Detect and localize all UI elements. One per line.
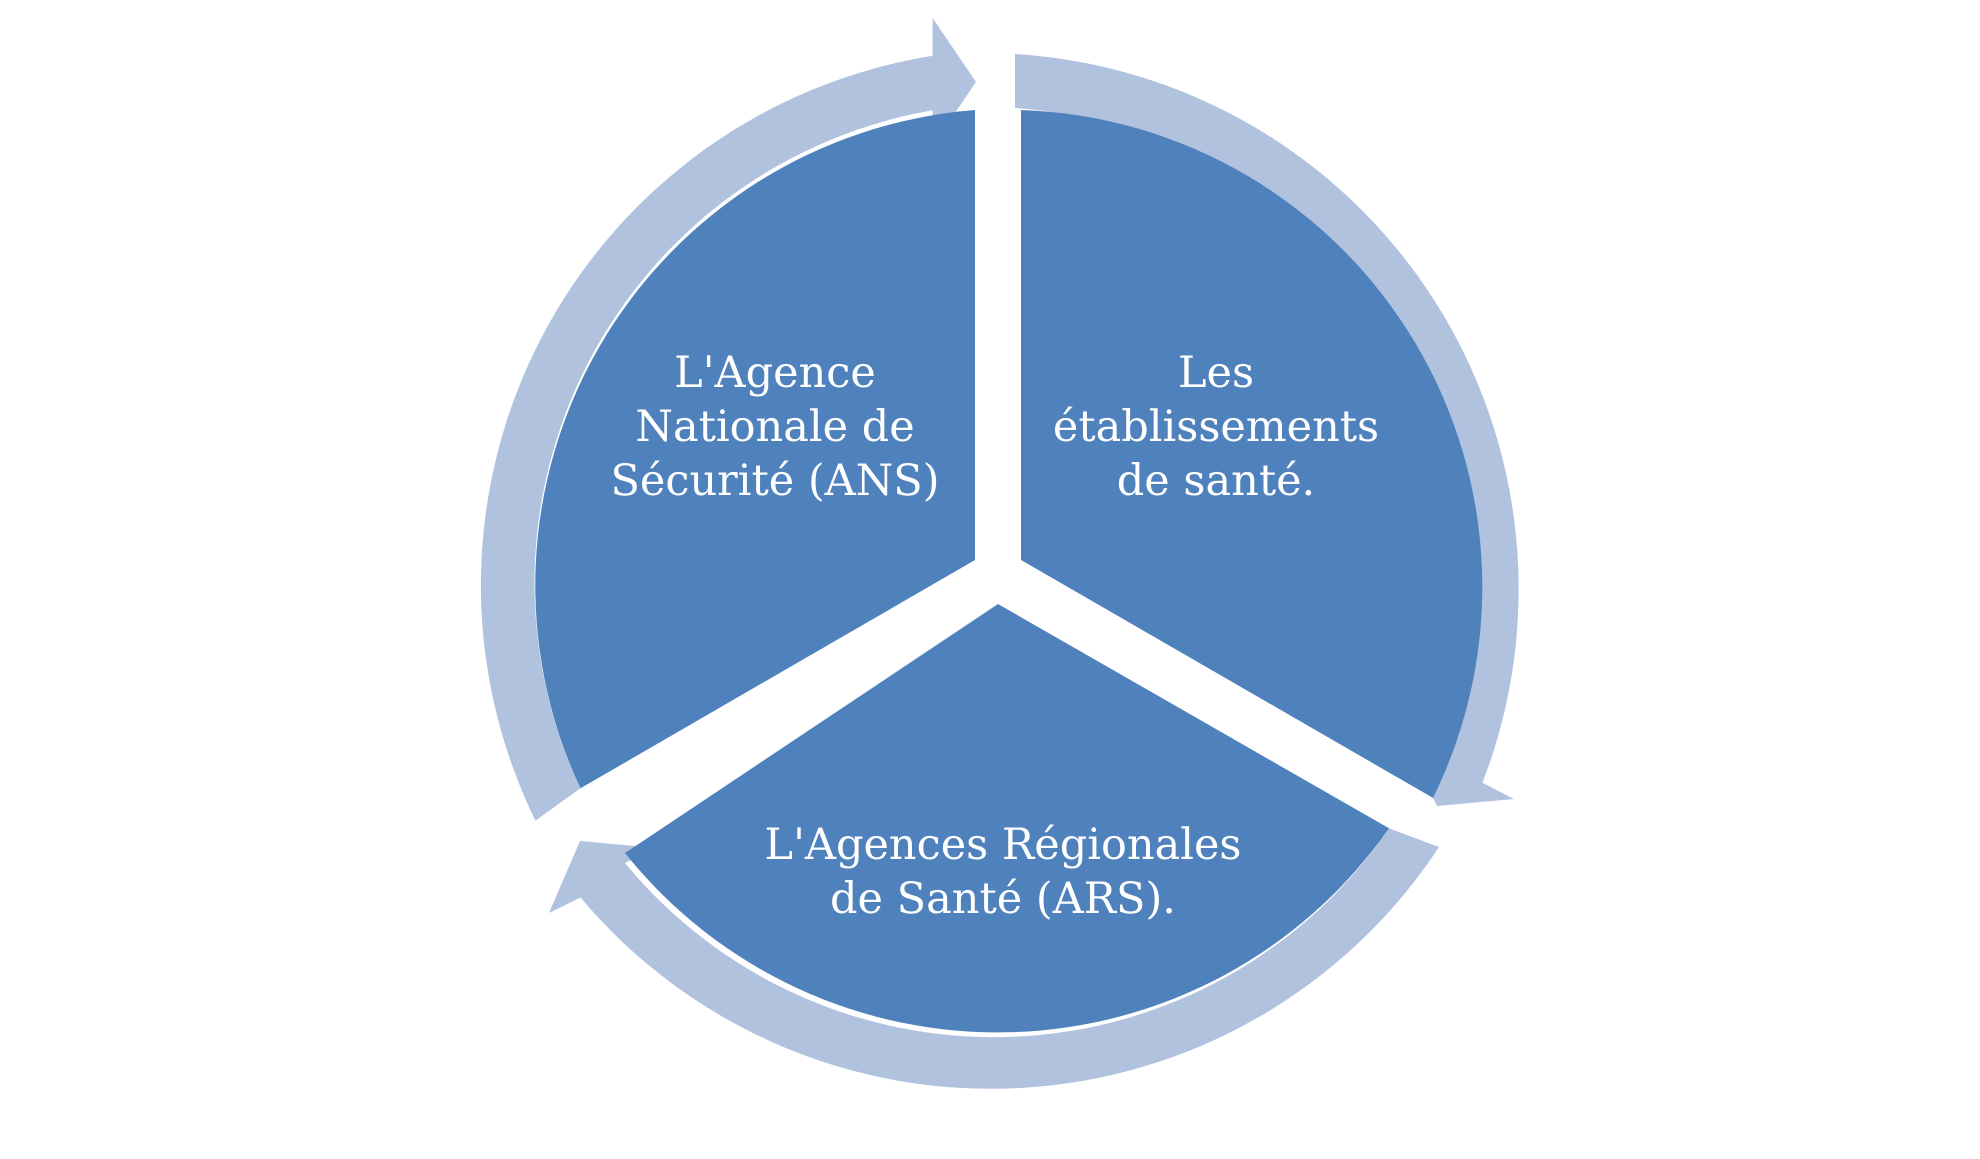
segment-etablissements-label-line-2: établissements — [1052, 402, 1380, 452]
segment-ars — [625, 604, 1389, 1033]
cycle-arrow-ans-to-etablissements — [480, 18, 976, 821]
segment-ars-label: L'Agences Régionales de Santé (ARS). — [765, 818, 1242, 926]
segment-ans-label: L'Agence Nationale de Sécurité (ANS) — [610, 346, 939, 508]
segment-ans — [535, 110, 975, 789]
segment-ars-label-line-1: L'Agences Régionales — [764, 820, 1242, 870]
segment-etablissements-label-line-3: de santé. — [1116, 456, 1316, 506]
cycle-arrow-etablissements-to-ars — [1015, 54, 1519, 806]
segment-ans-label-line-1: L'Agence — [674, 348, 876, 398]
segment-etablissements — [1021, 110, 1483, 798]
cycle-arrow-ars-to-ans — [549, 828, 1439, 1089]
segment-ans-label-line-3: Sécurité (ANS) — [610, 456, 940, 506]
segment-ans-label-line-2: Nationale de — [635, 402, 915, 452]
segment-ars-label-line-2: de Santé (ARS). — [830, 874, 1176, 924]
segment-etablissements-label: Les établissements de santé. — [1053, 346, 1379, 508]
segment-etablissements-label-line-1: Les — [1177, 348, 1255, 398]
